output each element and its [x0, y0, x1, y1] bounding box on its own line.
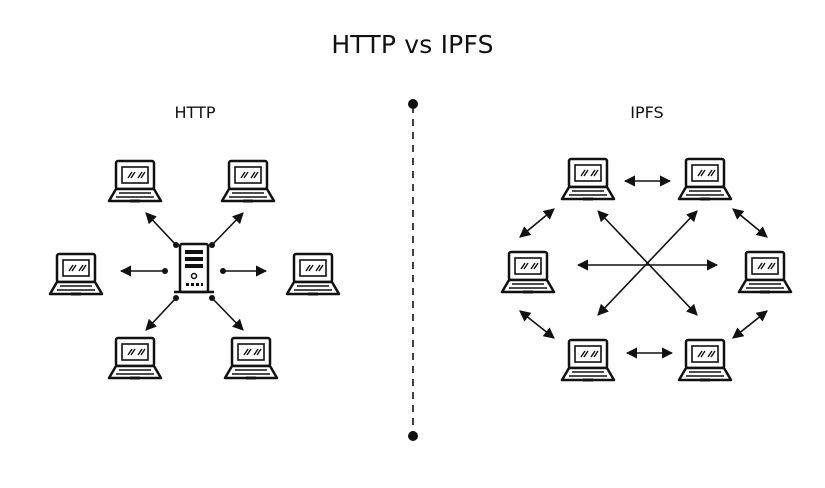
http-label: HTTP	[174, 103, 216, 122]
ipfs-link-lower-left	[519, 310, 555, 339]
divider	[408, 99, 418, 441]
laptop-icon	[677, 338, 733, 382]
laptop-icon	[107, 336, 163, 380]
ipfs-link-lower-right	[732, 310, 768, 339]
diagram-title: HTTP vs IPFS	[331, 30, 494, 59]
ipfs-link-upper-right	[732, 208, 768, 238]
http-link-left	[119, 265, 168, 277]
laptop-icon	[500, 250, 556, 294]
server-icon	[174, 242, 214, 294]
http-network	[48, 159, 341, 380]
http-link-bottom-left	[145, 295, 179, 331]
ipfs-label: IPFS	[630, 103, 664, 122]
laptop-icon	[48, 252, 104, 296]
http-link-top-right	[209, 212, 244, 248]
laptop-icon	[223, 336, 279, 380]
ipfs-link-upper-left	[519, 208, 555, 238]
laptop-icon	[560, 157, 616, 201]
http-link-right	[220, 265, 268, 277]
http-link-top-left	[145, 212, 179, 248]
ipfs-network	[500, 157, 793, 382]
laptop-icon	[220, 159, 276, 203]
laptop-icon	[560, 338, 616, 382]
ipfs-link-diagonal-b	[597, 210, 698, 316]
laptop-icon	[285, 252, 341, 296]
laptop-icon	[677, 157, 733, 201]
http-link-bottom-right	[209, 295, 244, 331]
laptop-icon	[737, 250, 793, 294]
laptop-icon	[107, 159, 163, 203]
